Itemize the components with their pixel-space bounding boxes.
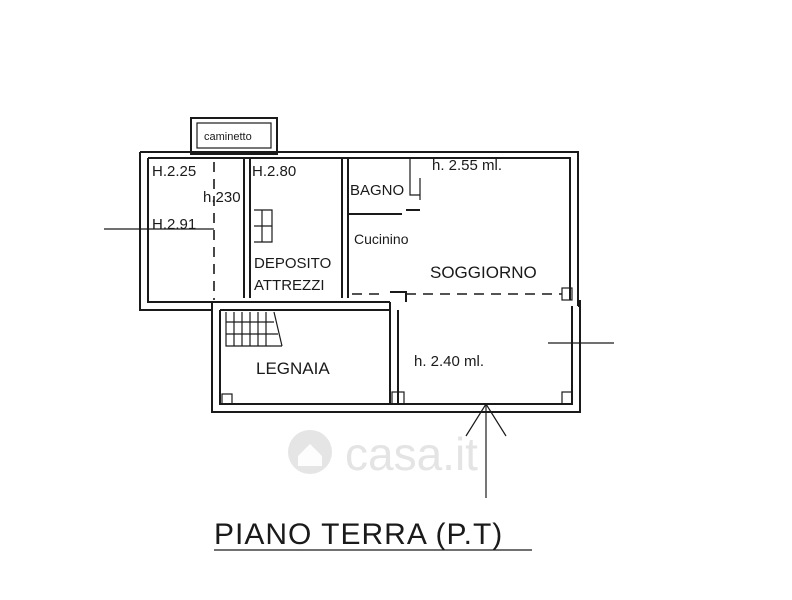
section-markers [104, 228, 614, 498]
dashed-boundaries [213, 162, 562, 300]
label-cucinino: Cucinino [354, 231, 409, 247]
label-legnaia: LEGNAIA [256, 359, 330, 378]
label-h255: h. 2.55 ml. [432, 157, 502, 174]
label-h230: h.230 [203, 189, 241, 206]
label-deposito: DEPOSITO [254, 255, 331, 272]
label-attrezzi: ATTREZZI [254, 277, 325, 294]
interior-walls [212, 158, 573, 405]
page-title: PIANO TERRA (P.T) [214, 518, 503, 551]
door-symbol [254, 209, 273, 243]
label-h280: H.2.80 [252, 163, 296, 180]
label-h291: H.2.91 [152, 216, 196, 233]
watermark-text: casa.it [345, 428, 478, 480]
caminetto-box [190, 117, 278, 155]
stairs [225, 311, 283, 347]
label-bagno: BAGNO [350, 182, 404, 199]
label-caminetto: caminetto [204, 131, 252, 143]
north-arrow-icon [465, 402, 507, 437]
label-soggiorno: SOGGIORNO [430, 263, 537, 282]
watermark: casa.it [288, 428, 478, 480]
label-h240: h. 2.40 ml. [414, 353, 484, 370]
label-h225: H.2.25 [152, 163, 196, 180]
